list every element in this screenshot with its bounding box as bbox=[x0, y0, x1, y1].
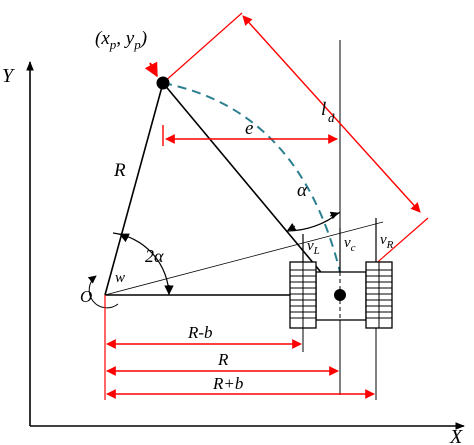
goal-point-label: (xp, yp) bbox=[95, 28, 147, 52]
angular-velocity-marker: w bbox=[87, 270, 125, 309]
dim-r-plus-b-label: R+b bbox=[212, 374, 243, 393]
right-velocity-label: vR bbox=[380, 232, 394, 251]
lookahead-dimension bbox=[242, 15, 421, 213]
geometry-lines bbox=[104, 40, 384, 395]
bottom-dimensions: R-b R R+b bbox=[104, 295, 377, 400]
curvature-arc bbox=[162, 82, 341, 273]
dim-r-label: R bbox=[217, 350, 229, 369]
lookahead-label-sub: d bbox=[328, 110, 335, 125]
vehicle-center-dot bbox=[334, 289, 346, 301]
lateral-offset-label: e bbox=[245, 118, 253, 139]
lookahead-distance: l d bbox=[162, 12, 429, 296]
angle-two-alpha-label: 2α bbox=[145, 246, 164, 266]
radius-label: R bbox=[113, 160, 126, 181]
lateral-offset: e bbox=[162, 118, 338, 146]
y-axis-label: Y bbox=[2, 65, 15, 87]
angle-two-alpha-arrow-top bbox=[119, 233, 130, 243]
goal-point: (xp, yp) bbox=[95, 28, 170, 90]
velocity-vectors: vL vc vR bbox=[302, 218, 394, 272]
lookahead-ext-1 bbox=[162, 12, 243, 84]
angle-two-alpha: 2α bbox=[112, 232, 174, 296]
axes: Y X bbox=[2, 61, 465, 445]
angular-velocity-label: w bbox=[115, 270, 125, 286]
dim-r-minus-b-label: R-b bbox=[187, 323, 213, 342]
angle-alpha-label: α bbox=[297, 180, 308, 201]
center-velocity-label: vc bbox=[344, 235, 356, 254]
right-track bbox=[365, 261, 393, 329]
lookahead-label-main: l bbox=[321, 99, 326, 120]
angle-alpha-arrow-left bbox=[287, 222, 297, 231]
angle-alpha-arrow-right bbox=[329, 211, 339, 220]
tracked-vehicle bbox=[289, 261, 393, 329]
velocity-tip-line bbox=[104, 221, 384, 296]
radius-line bbox=[104, 82, 164, 296]
goal-point-arrow bbox=[144, 61, 158, 78]
angular-velocity-arrow bbox=[87, 275, 119, 309]
left-velocity-label: vL bbox=[307, 238, 320, 257]
angle-alpha: α bbox=[285, 180, 341, 232]
x-axis-label: X bbox=[449, 426, 463, 445]
goal-point-dot bbox=[156, 76, 170, 90]
left-track bbox=[289, 261, 317, 329]
